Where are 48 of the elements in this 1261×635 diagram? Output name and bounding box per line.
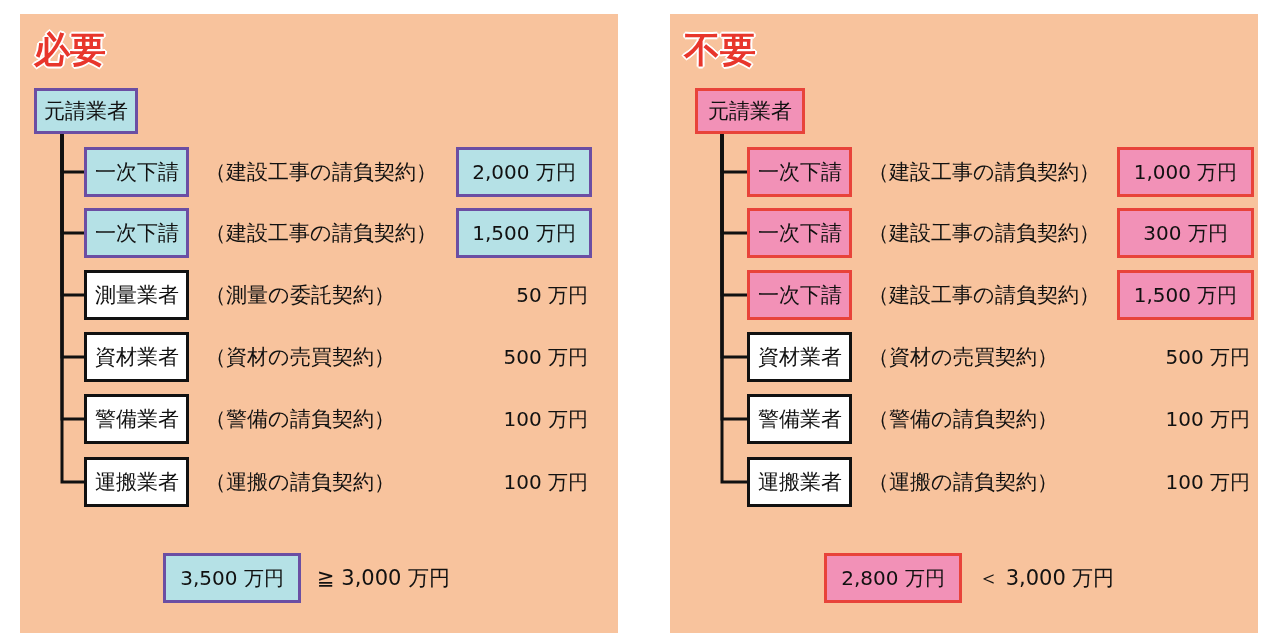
contract-type-text: （建設工事の請負契約） [868,282,1100,309]
contractor-box: 警備業者 [747,394,852,444]
contractor-box: 一次下請 [747,208,852,258]
contractor-box: 資材業者 [747,332,852,382]
amount-box: 3,500 万円 [163,553,301,603]
contract-type-text: （建設工事の請負契約） [205,159,437,186]
amount-box: 300 万円 [1117,208,1254,258]
contract-type-text: ≧ 3,000 万円 [317,565,451,592]
panel [670,14,1258,633]
amount-text: 500 万円 [1165,344,1250,371]
contractor-box: 元請業者 [695,88,805,134]
contractor-box: 一次下請 [84,208,189,258]
amount-text: 50 万円 [516,282,588,309]
contract-type-text: （運搬の請負契約） [868,469,1058,496]
amount-text: 100 万円 [503,406,588,433]
contractor-box: 警備業者 [84,394,189,444]
contract-type-text: （建設工事の請負契約） [868,159,1100,186]
amount-box: 1,500 万円 [456,208,592,258]
contractor-box: 運搬業者 [747,457,852,507]
connector-line [720,134,747,484]
contract-type-text: （測量の委託契約） [205,282,395,309]
contract-type-text: （建設工事の請負契約） [868,220,1100,247]
contract-type-text: （警備の請負契約） [205,406,395,433]
panel [20,14,618,633]
contractor-box: 一次下請 [84,147,189,197]
amount-text: 100 万円 [503,469,588,496]
amount-text: 100 万円 [1165,469,1250,496]
amount-text: 500 万円 [503,344,588,371]
amount-text: 100 万円 [1165,406,1250,433]
contract-type-text: ＜ 3,000 万円 [978,565,1115,592]
connector-line [60,134,84,484]
contract-type-text: （資材の売買契約） [868,344,1058,371]
contractor-box: 資材業者 [84,332,189,382]
contractor-box: 一次下請 [747,270,852,320]
panel-title: 必要 [34,28,106,72]
contract-type-text: （建設工事の請負契約） [205,220,437,247]
contractor-box: 元請業者 [34,88,138,134]
contract-type-text: （運搬の請負契約） [205,469,395,496]
amount-box: 2,000 万円 [456,147,592,197]
contractor-box: 一次下請 [747,147,852,197]
amount-box: 2,800 万円 [824,553,962,603]
amount-box: 1,000 万円 [1117,147,1254,197]
contractor-box: 測量業者 [84,270,189,320]
contractor-box: 運搬業者 [84,457,189,507]
panel-title: 不要 [684,28,756,72]
amount-box: 1,500 万円 [1117,270,1254,320]
contract-type-text: （資材の売買契約） [205,344,395,371]
contract-type-text: （警備の請負契約） [868,406,1058,433]
